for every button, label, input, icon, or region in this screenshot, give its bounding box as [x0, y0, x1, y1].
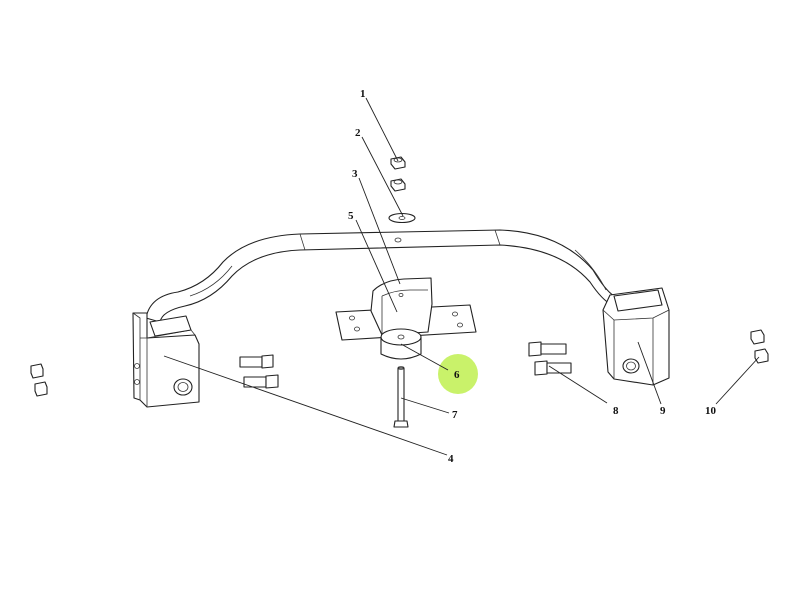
callout-9: 9 — [660, 405, 666, 417]
part-far-right-nuts — [750, 329, 769, 364]
callout-8: 8 — [613, 405, 619, 417]
leader-line-7 — [400, 397, 450, 414]
callout-4: 4 — [448, 453, 454, 465]
leader-line-9 — [637, 341, 662, 405]
leader-line-5 — [355, 219, 398, 313]
callout-7: 7 — [452, 409, 458, 421]
part-right-bolts — [528, 341, 572, 376]
part-rubber-pad — [380, 328, 422, 360]
callout-highlight-marker — [438, 354, 478, 394]
leader-line-10 — [715, 356, 760, 405]
part-stacked-nuts — [388, 156, 416, 224]
part-far-left-nuts — [30, 363, 48, 397]
callout-1: 1 — [360, 88, 366, 100]
callout-3: 3 — [352, 168, 358, 180]
part-saddle-mount — [335, 277, 477, 341]
part-left-bolts — [239, 354, 279, 389]
leader-line-2 — [361, 136, 404, 217]
leader-lines — [163, 97, 760, 456]
leader-line-3 — [358, 177, 401, 285]
leader-line-8 — [548, 365, 608, 404]
part-long-bolt — [393, 366, 409, 428]
leader-line-6 — [400, 343, 449, 371]
callout-2: 2 — [355, 127, 361, 139]
part-right-bracket — [602, 287, 670, 386]
leader-line-4 — [163, 355, 448, 456]
callout-labels: 1 2 3 5 6 7 4 8 9 10 — [348, 88, 717, 465]
callout-6: 6 — [454, 369, 460, 381]
leader-line-1 — [365, 97, 399, 162]
part-left-bracket — [132, 312, 200, 408]
callout-10: 10 — [705, 405, 717, 417]
callout-5: 5 — [348, 210, 354, 222]
